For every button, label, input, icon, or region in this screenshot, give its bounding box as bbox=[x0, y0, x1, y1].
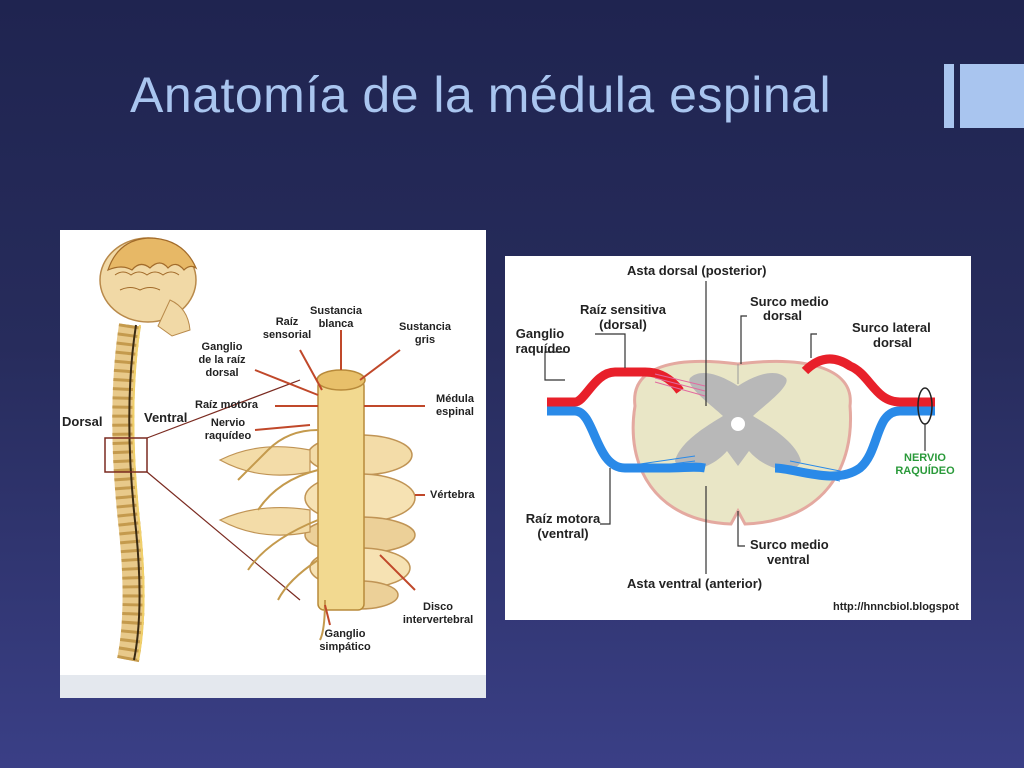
label-sustancia-blanca-1: Sustancia bbox=[310, 305, 363, 317]
label-raiz-sensorial-1: Raíz bbox=[276, 316, 299, 328]
slide-title: Anatomía de la médula espinal bbox=[130, 67, 832, 123]
label-ventral: Ventral bbox=[144, 410, 187, 425]
label-vertebra: Vértebra bbox=[430, 489, 476, 501]
label-nervio-raquideo-1: Nervio bbox=[211, 417, 246, 429]
label-dorsal: Dorsal bbox=[62, 414, 102, 429]
zoom-box bbox=[104, 437, 148, 473]
label-sustancia-gris-1: Sustancia bbox=[399, 321, 452, 333]
label-raiz-motora-2: (ventral) bbox=[537, 526, 588, 541]
label-medula-espinal-2: espinal bbox=[436, 406, 474, 418]
source-credit: http://hnncbiol.blogspot bbox=[833, 601, 959, 613]
label-surco-medio-dorsal-2: dorsal bbox=[763, 308, 802, 323]
spinal-anatomy-illustration: Dorsal Ventral Sustancia blanca Raíz sen… bbox=[60, 230, 486, 698]
label-ganglio-raiz-dorsal-2: de la raíz bbox=[198, 354, 246, 366]
label-sustancia-gris-2: gris bbox=[415, 334, 435, 346]
title-decoration-bar-thick bbox=[960, 64, 1024, 128]
label-ganglio-raquideo-2: raquídeo bbox=[516, 341, 571, 356]
label-surco-lateral-dorsal-1: Surco lateral bbox=[852, 320, 931, 335]
label-asta-dorsal: Asta dorsal (posterior) bbox=[627, 263, 766, 278]
label-ganglio-raquideo-1: Ganglio bbox=[516, 326, 564, 341]
label-nervio-raquideo-1: NERVIO bbox=[904, 452, 946, 464]
label-ganglio-raiz-dorsal-1: Ganglio bbox=[202, 341, 243, 353]
label-surco-medio-dorsal-1: Surco medio bbox=[750, 294, 829, 309]
spinal-cord-cross-section bbox=[631, 359, 853, 526]
label-ganglio-simpatico-2: simpático bbox=[319, 641, 371, 653]
label-nervio-raquideo-2: RAQUÍDEO bbox=[895, 464, 955, 477]
nerves bbox=[237, 429, 326, 641]
spinal-cross-section-diagram: Asta dorsal (posterior) Raíz sensitiva (… bbox=[505, 256, 971, 620]
label-surco-medio-ventral-1: Surco medio bbox=[750, 537, 829, 552]
spinal-anatomy-svg: Dorsal Ventral Sustancia blanca Raíz sen… bbox=[60, 237, 486, 698]
label-surco-medio-ventral-2: ventral bbox=[767, 552, 810, 567]
label-disco-intervertebral-2: intervertebral bbox=[403, 614, 473, 626]
label-nervio-raquideo-2: raquídeo bbox=[205, 430, 252, 442]
label-raiz-sensitiva-2: (dorsal) bbox=[599, 317, 647, 332]
sensory-fibers bbox=[654, 373, 706, 397]
label-raiz-motora-1: Raíz motora bbox=[526, 511, 601, 526]
label-raiz-sensitiva-1: Raíz sensitiva bbox=[580, 302, 667, 317]
motor-fibers bbox=[639, 455, 841, 482]
label-ganglio-raiz-dorsal-3: dorsal bbox=[205, 367, 238, 379]
label-surco-lateral-dorsal-2: dorsal bbox=[873, 335, 912, 350]
skull-brain-figure bbox=[99, 237, 198, 337]
leader-lines bbox=[544, 281, 926, 574]
label-raiz-motora: Raíz motora bbox=[195, 399, 259, 411]
title-decoration-bar-thin bbox=[944, 64, 954, 128]
label-arrows bbox=[254, 330, 425, 626]
label-sustancia-blanca-2: blanca bbox=[319, 318, 355, 330]
label-raiz-sensorial-2: sensorial bbox=[263, 329, 311, 341]
label-disco-intervertebral-1: Disco bbox=[423, 601, 453, 613]
label-ganglio-simpatico-1: Ganglio bbox=[325, 628, 366, 640]
label-medula-espinal-1: Médula bbox=[436, 393, 475, 405]
spinal-column bbox=[112, 323, 145, 663]
label-asta-ventral: Asta ventral (anterior) bbox=[627, 576, 762, 591]
ventral-root bbox=[547, 406, 935, 481]
cross-section-svg: Asta dorsal (posterior) Raíz sensitiva (… bbox=[516, 263, 960, 613]
